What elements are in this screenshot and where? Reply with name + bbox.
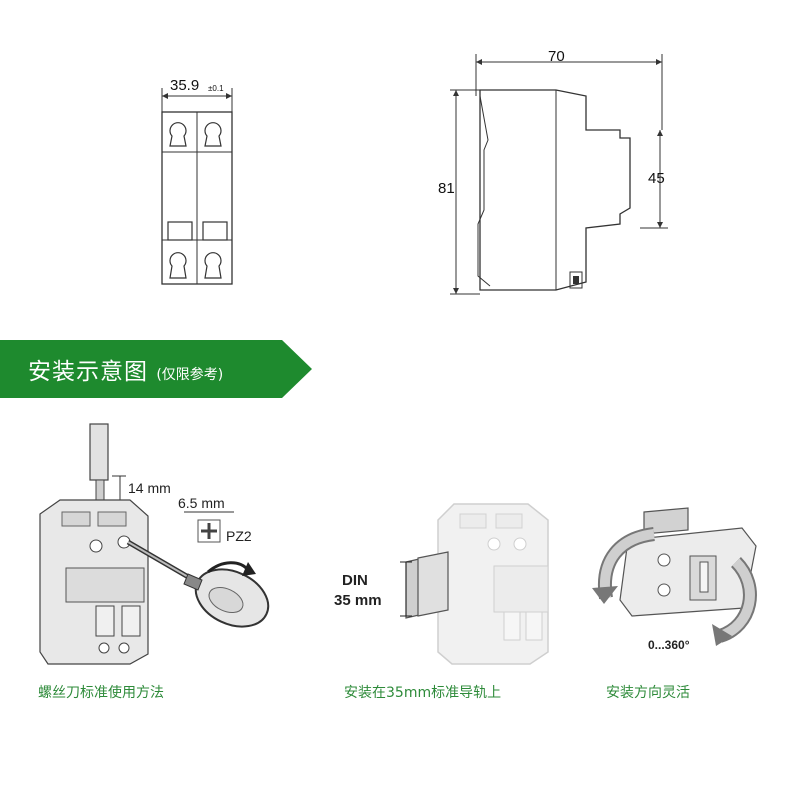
rail-dimension-label: 45 <box>648 170 665 187</box>
screwdriver-caption: 螺丝刀标准使用方法 <box>38 685 164 701</box>
screwdriver-size-label: 6.5 mm <box>178 495 225 511</box>
width-dimension-label: 35.9 <box>170 77 200 94</box>
banner-title: 安装示意图 <box>28 359 148 385</box>
height-dimension-label: 81 <box>438 180 455 197</box>
banner-heading: 安装示意图 (仅限参考) <box>28 352 223 386</box>
strip-length-label: 14 mm <box>128 480 171 496</box>
rotation-caption: 安装方向灵活 <box>606 685 690 701</box>
tolerance-label: ±0.1 <box>208 84 224 93</box>
section-banner <box>0 340 312 398</box>
screw-type-label: PZ2 <box>226 528 252 544</box>
rotation-label: 0...360° <box>648 638 690 652</box>
din-label: DIN <box>342 572 368 589</box>
din-caption: 安装在35mm标准导轨上 <box>344 685 502 701</box>
banner-note: (仅限参考) <box>156 367 224 383</box>
din-size-label: 35 mm <box>334 592 382 609</box>
depth-dimension-label: 70 <box>548 48 565 65</box>
